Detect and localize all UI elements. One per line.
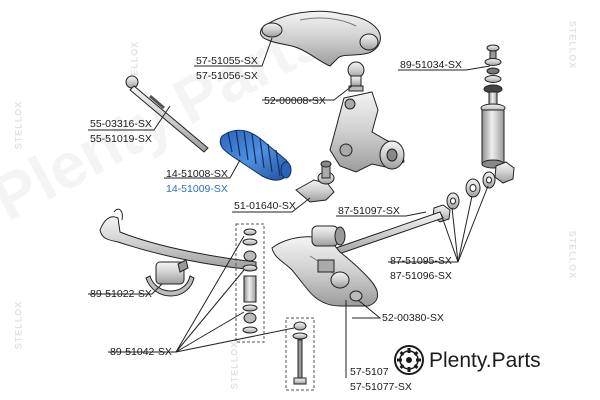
- lower-arm-bushing: [311, 225, 346, 247]
- gear-icon: [394, 345, 424, 375]
- part-label-stabilizer-bushing[interactable]: 89-51022-SX: [90, 288, 152, 300]
- part-label-upper-arm-2[interactable]: 57-51056-SX: [196, 70, 258, 82]
- inner-tie-rod: [125, 75, 209, 153]
- part-label-tie-rod-end[interactable]: 51-01640-SX: [234, 200, 296, 212]
- part-label-link-kit[interactable]: 89-51042-SX: [110, 346, 172, 358]
- steering-knuckle: [329, 91, 405, 173]
- stabilizer-bushing: [145, 259, 195, 297]
- brand-name: Plenty.Parts: [429, 349, 541, 372]
- part-label-lower-ball-joint[interactable]: 52-00380-SX: [382, 312, 444, 324]
- part-label-boot-1[interactable]: 14-51008-SX: [166, 168, 228, 180]
- stabilizer-bar: [99, 208, 257, 271]
- washers-right: [432, 161, 515, 223]
- part-label-tie-rod-2[interactable]: 55-51019-SX: [90, 133, 152, 145]
- part-label-boot-2[interactable]: 14-51009-SX: [166, 183, 228, 195]
- upper-ball-joint: [347, 61, 365, 92]
- link-kit: [235, 223, 315, 391]
- part-label-strut-bushing-1[interactable]: 87-51095-SX: [390, 255, 452, 267]
- part-label-upper-arm-1[interactable]: 57-51055-SX: [196, 55, 258, 67]
- part-label-tie-rod-1[interactable]: 55-03316-SX: [90, 118, 152, 130]
- shock-absorber: [480, 44, 506, 169]
- upper-control-arm: [259, 10, 381, 67]
- part-label-strut-bushing-2[interactable]: 87-51096-SX: [390, 270, 452, 282]
- part-label-upper-ball-joint[interactable]: 52-00008-SX: [264, 95, 326, 107]
- lower-control-arm: [271, 236, 378, 307]
- leader-lines: [88, 37, 491, 378]
- tie-rod-end: [295, 160, 335, 203]
- strut-rod: [329, 211, 444, 257]
- part-label-strut-rod[interactable]: 87-51097-SX: [338, 205, 400, 217]
- part-label-lower-arm-2[interactable]: 57-51077-SX: [350, 381, 412, 393]
- part-label-strut-mount-kit[interactable]: 89-51034-SX: [400, 59, 462, 71]
- brand-badge: Plenty.Parts: [388, 340, 598, 382]
- steering-rack-boot: [219, 129, 292, 181]
